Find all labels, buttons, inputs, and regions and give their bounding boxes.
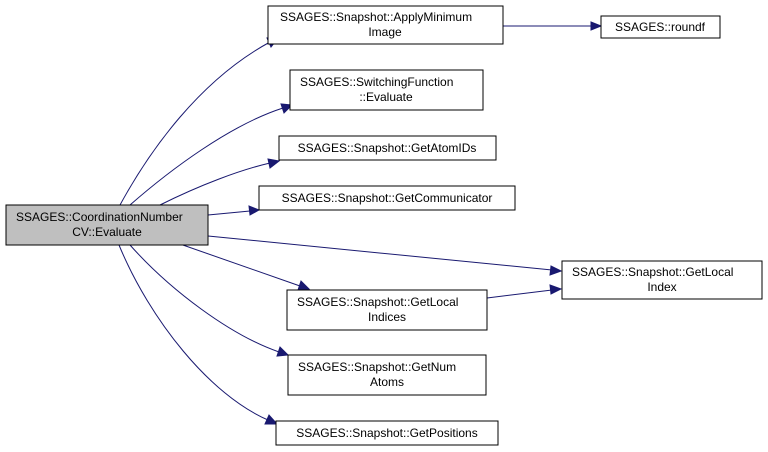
node-roundf-label: SSAGES::roundf: [615, 20, 706, 34]
node-apply-minimum-image[interactable]: SSAGES::Snapshot::ApplyMinimum Image: [267, 5, 504, 45]
edge-evaluate-to-get-local-index-arrow: [549, 265, 563, 276]
node-switching-function-evaluate[interactable]: SSAGES::SwitchingFunction ::Evaluate: [289, 69, 484, 111]
node-get-communicator-box: [258, 185, 516, 211]
edge-evaluate-to-get-positions: [118, 244, 269, 421]
edges: [118, 21, 603, 425]
node-get-num-atoms[interactable]: SSAGES::Snapshot::GetNum Atoms: [287, 354, 487, 396]
node-coordination-evaluate-label-2: CV::Evaluate: [72, 225, 142, 239]
node-get-local-index[interactable]: SSAGES::Snapshot::GetLocal Index: [561, 260, 763, 300]
node-apply-minimum-image-box: [267, 5, 504, 45]
edge-evaluate-to-apply-minimum-image: [119, 41, 271, 206]
node-get-local-index-label-2: Index: [647, 280, 676, 294]
node-get-atom-ids[interactable]: SSAGES::Snapshot::GetAtomIDs: [278, 135, 497, 161]
edge-apply-minimum-image-to-roundf-arrow: [590, 21, 603, 31]
node-get-atom-ids-label: SSAGES::Snapshot::GetAtomIDs: [298, 141, 477, 155]
node-get-local-indices-label-1: SSAGES::Snapshot::GetLocal: [297, 295, 458, 309]
node-get-atom-ids-box: [278, 135, 497, 161]
node-coordination-evaluate-label-1: SSAGES::CoordinationNumber: [16, 210, 183, 224]
node-get-num-atoms-box: [287, 354, 487, 396]
node-get-positions[interactable]: SSAGES::Snapshot::GetPositions: [275, 420, 499, 446]
node-get-local-index-label-1: SSAGES::Snapshot::GetLocal: [572, 265, 733, 279]
node-get-local-indices-label-2: Indices: [368, 310, 406, 324]
node-coordination-evaluate[interactable]: SSAGES::CoordinationNumber CV::Evaluate: [5, 204, 209, 246]
edge-evaluate-to-switching-function-arrow: [280, 103, 294, 114]
edge-evaluate-to-get-local-indices: [179, 243, 301, 287]
node-switching-function-evaluate-box: [289, 69, 484, 111]
node-get-local-indices-box: [286, 289, 488, 331]
edge-evaluate-to-get-num-atoms: [129, 244, 280, 353]
node-get-communicator-label: SSAGES::Snapshot::GetCommunicator: [282, 191, 493, 205]
node-roundf[interactable]: SSAGES::roundf: [600, 15, 721, 39]
node-apply-minimum-image-label-1: SSAGES::Snapshot::ApplyMinimum: [280, 10, 472, 24]
node-get-positions-box: [275, 420, 499, 446]
node-get-num-atoms-label-1: SSAGES::Snapshot::GetNum: [298, 360, 456, 374]
edge-evaluate-to-get-num-atoms-arrow: [276, 346, 290, 357]
node-switching-function-evaluate-label-2: ::Evaluate: [359, 90, 413, 104]
node-coordination-evaluate-box: [5, 204, 209, 246]
node-apply-minimum-image-label-2: Image: [368, 25, 402, 39]
edge-evaluate-to-get-local-index: [207, 235, 553, 271]
edge-evaluate-to-get-positions-arrow: [264, 414, 279, 425]
edge-evaluate-to-get-atom-ids-arrow: [267, 158, 281, 169]
edge-get-local-indices-to-get-local-index-arrow: [549, 284, 563, 295]
node-get-num-atoms-label-2: Atoms: [370, 375, 404, 389]
edge-evaluate-to-get-atom-ids: [159, 162, 271, 206]
edge-get-local-indices-to-get-local-index: [486, 289, 553, 299]
edge-evaluate-to-get-communicator: [207, 210, 251, 216]
node-switching-function-evaluate-label-1: SSAGES::SwitchingFunction: [300, 75, 453, 89]
node-roundf-box: [600, 15, 721, 39]
node-get-local-index-box: [561, 260, 763, 300]
node-get-local-indices[interactable]: SSAGES::Snapshot::GetLocal Indices: [286, 289, 488, 331]
edge-evaluate-to-get-communicator-arrow: [248, 205, 261, 216]
edge-evaluate-to-get-local-indices-arrow: [297, 280, 311, 291]
edge-evaluate-to-switching-function: [129, 107, 284, 206]
node-get-communicator[interactable]: SSAGES::Snapshot::GetCommunicator: [258, 185, 516, 211]
node-get-positions-label: SSAGES::Snapshot::GetPositions: [296, 426, 477, 440]
